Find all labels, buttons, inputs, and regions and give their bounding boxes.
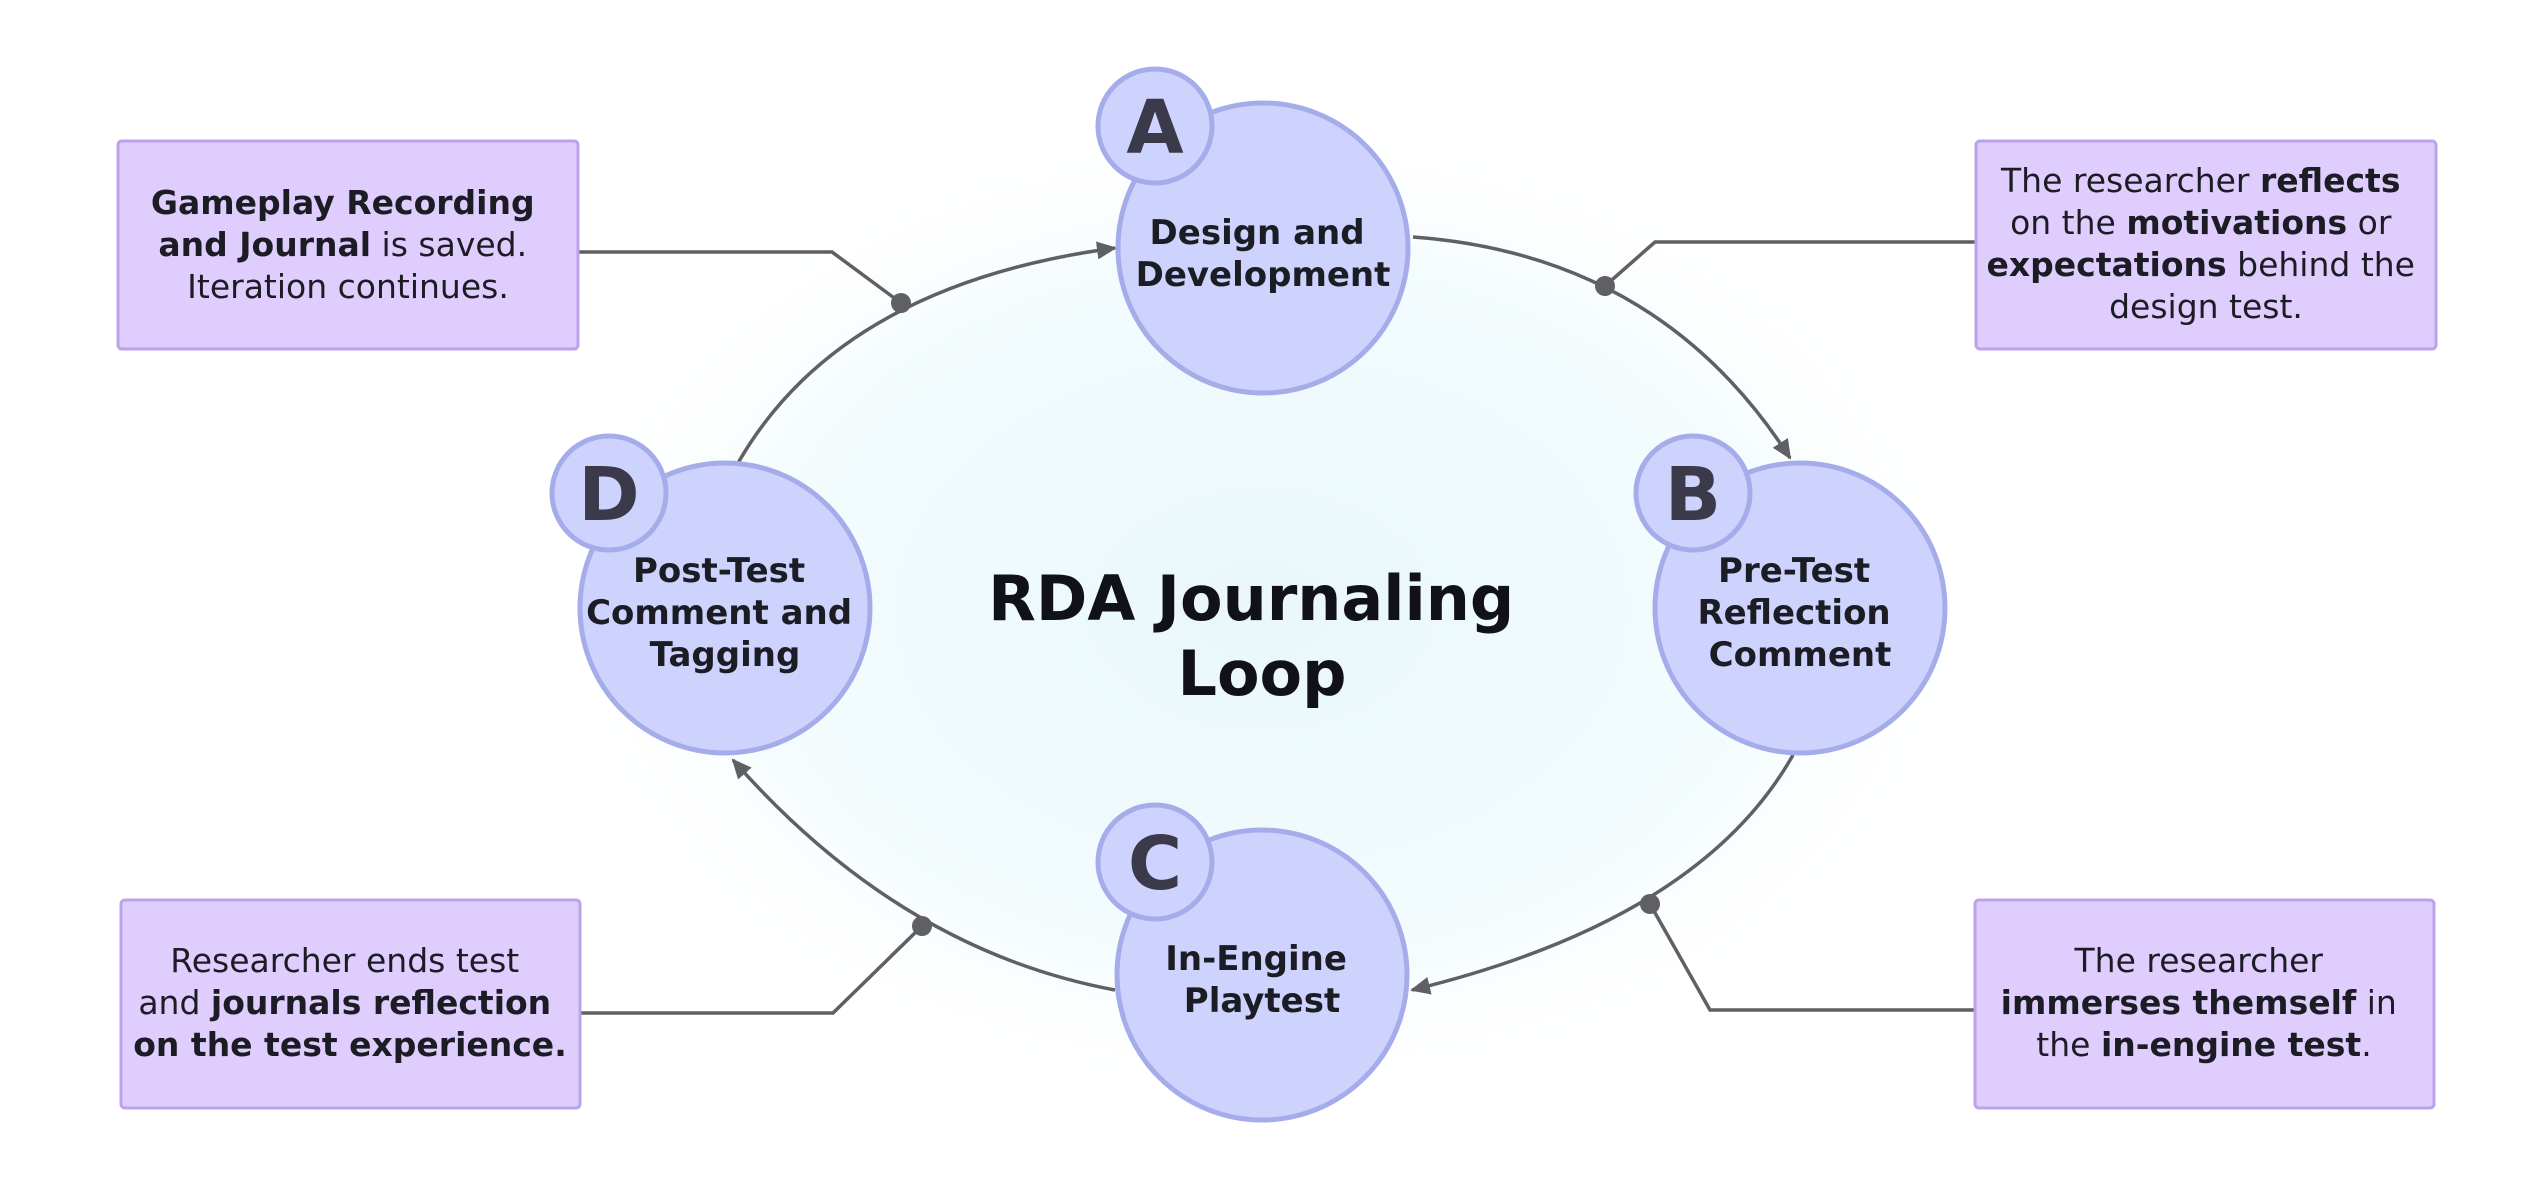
- note-bottom-right: The researcher immerses themself in the …: [1973, 898, 2436, 1110]
- note-text: The researcher reflects on the motivatio…: [1986, 161, 2425, 326]
- node-d-post-test-comment-and-tagging: Post-Test Comment and Tagging D: [549, 433, 873, 756]
- note-line: design test.: [2109, 287, 2303, 326]
- node-c-in-engine-playtest: In-Engine Playtest C: [1095, 802, 1410, 1123]
- note-line: on the motivations or: [2010, 203, 2392, 242]
- note-line: immerses themself in: [2001, 983, 2397, 1022]
- node-circle: [1115, 100, 1411, 396]
- note-line: The researcher reflects: [2000, 161, 2400, 200]
- note-text: Gameplay Recording and Journal is saved.…: [151, 183, 545, 306]
- note-line: The researcher: [2074, 941, 2324, 980]
- leader-dot-bottom-right: [1640, 894, 1660, 914]
- note-box: [1973, 898, 2436, 1110]
- note-text: The researcher immerses themself in the …: [2001, 941, 2408, 1064]
- badge-b-label: B: [1665, 452, 1721, 538]
- leader-dot-top-left: [891, 293, 911, 313]
- note-box: [119, 898, 582, 1110]
- diagram-title: RDA Journaling Loop: [988, 562, 1536, 710]
- note-line: Gameplay Recording: [151, 183, 535, 222]
- arc-d-to-a: [736, 241, 1117, 464]
- note-bottom-left: Researcher ends test and journals reflec…: [119, 898, 582, 1110]
- node-label: In-Engine Playtest: [1165, 939, 1359, 1021]
- leader-dot-bottom-left: [912, 916, 932, 936]
- title-line-1: RDA Journaling: [988, 562, 1514, 635]
- leader-top-left: [578, 250, 903, 305]
- badge-circle: [1095, 66, 1215, 186]
- note-text: Researcher ends test and journals reflec…: [133, 941, 566, 1064]
- note-line: Researcher ends test: [170, 941, 519, 980]
- badge-d-label: D: [578, 452, 639, 538]
- badge-circle: [1095, 802, 1215, 922]
- badge-circle: [1633, 433, 1753, 553]
- note-box: [1974, 139, 2438, 351]
- leader-dot-top-right: [1595, 276, 1615, 296]
- note-top-right: The researcher reflects on the motivatio…: [1974, 139, 2438, 351]
- note-line: on the test experience.: [133, 1025, 566, 1064]
- badge-a-label: A: [1126, 85, 1183, 171]
- note-line: and Journal is saved.: [158, 225, 527, 264]
- node-label: Design and Development: [1136, 213, 1391, 295]
- center-glow: [542, 110, 1982, 1110]
- arc-a-to-b: [1412, 235, 1792, 460]
- leader-top-right: [1603, 240, 1976, 288]
- arc-c-to-d: [731, 758, 1116, 992]
- note-top-left: Gameplay Recording and Journal is saved.…: [116, 139, 580, 351]
- leader-dots: [891, 276, 1660, 936]
- leader-bottom-left: [580, 924, 924, 1015]
- badge-c-label: C: [1128, 821, 1182, 907]
- node-b-pre-test-reflection-comment: Pre-Test Reflection Comment B: [1633, 433, 1948, 756]
- badge-circle: [549, 433, 669, 553]
- node-label: Pre-Test Reflection Comment: [1698, 551, 1903, 675]
- node-label: Post-Test Comment and Tagging: [586, 551, 864, 675]
- callout-leaders: [578, 240, 1976, 1015]
- node-a-design-and-development: Design and Development A: [1095, 66, 1411, 396]
- node-circle: [577, 460, 873, 756]
- note-line: Iteration continues.: [187, 267, 509, 306]
- note-line: the in-engine test.: [2036, 1025, 2371, 1064]
- note-box: [116, 139, 580, 351]
- title-line-2: Loop: [1177, 637, 1346, 710]
- leader-bottom-right: [1648, 903, 1975, 1012]
- note-line: and journals reflection: [138, 983, 551, 1022]
- note-line: expectations behind the: [1986, 245, 2415, 284]
